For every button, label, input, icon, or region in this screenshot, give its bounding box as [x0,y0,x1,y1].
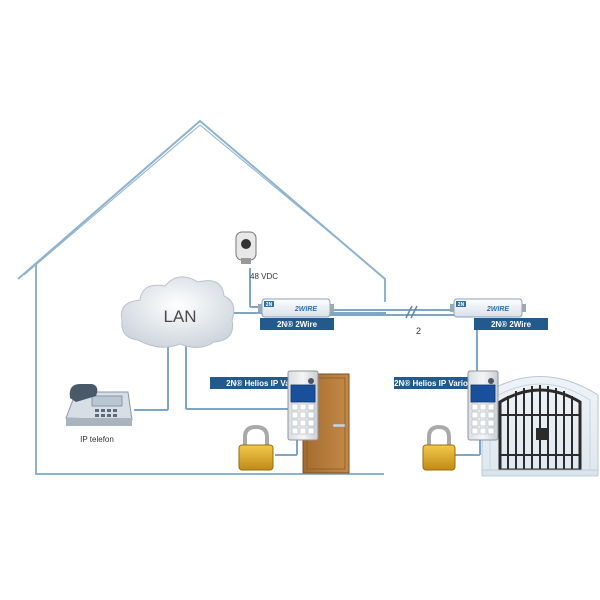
converter-right: 2N 2WIRE [450,298,526,318]
converter-left-label-bar [260,318,334,330]
converter-right-name: 2WIRE [486,306,510,313]
converter-left-label: 2N® 2Wire [277,320,318,329]
converter-left: 2N 2WIRE [258,298,334,318]
converter-right-label-bar [474,318,548,330]
intercom-left-device [287,370,319,441]
lan-cloud-icon [120,276,235,348]
connection-lines [134,268,481,456]
intercom-left-label: 2N® Helios IP Vario [226,379,300,388]
ip-phone-label: IP telefon [80,435,114,444]
intercom-right-label-bar [394,377,468,389]
house-roof-inner [23,124,382,276]
converter-left-name: 2WIRE [294,306,318,313]
wire-count-label: 2 [416,326,421,336]
lan-label: LAN [163,307,196,326]
converter-left-brand: 2N [266,302,273,308]
converter-right-brand: 2N [458,302,465,308]
house-outline [17,119,386,475]
house-roof [17,119,386,302]
intercom-right-label: 2N® Helios IP Vario [394,379,468,388]
padlock-right-icon [422,424,456,471]
brand-badge-right [456,301,466,307]
brand-badge-left [264,301,274,307]
padlock-left-icon [238,424,274,471]
intercom-right-device [467,370,499,441]
house-wall [35,263,384,475]
power-adapter-icon [235,231,257,264]
ip-phone-icon [65,384,133,426]
power-label: 48 VDC [250,272,278,281]
gate-icon [481,376,599,477]
wire-break-mark [405,305,418,319]
converter-right-label: 2N® 2Wire [491,320,532,329]
